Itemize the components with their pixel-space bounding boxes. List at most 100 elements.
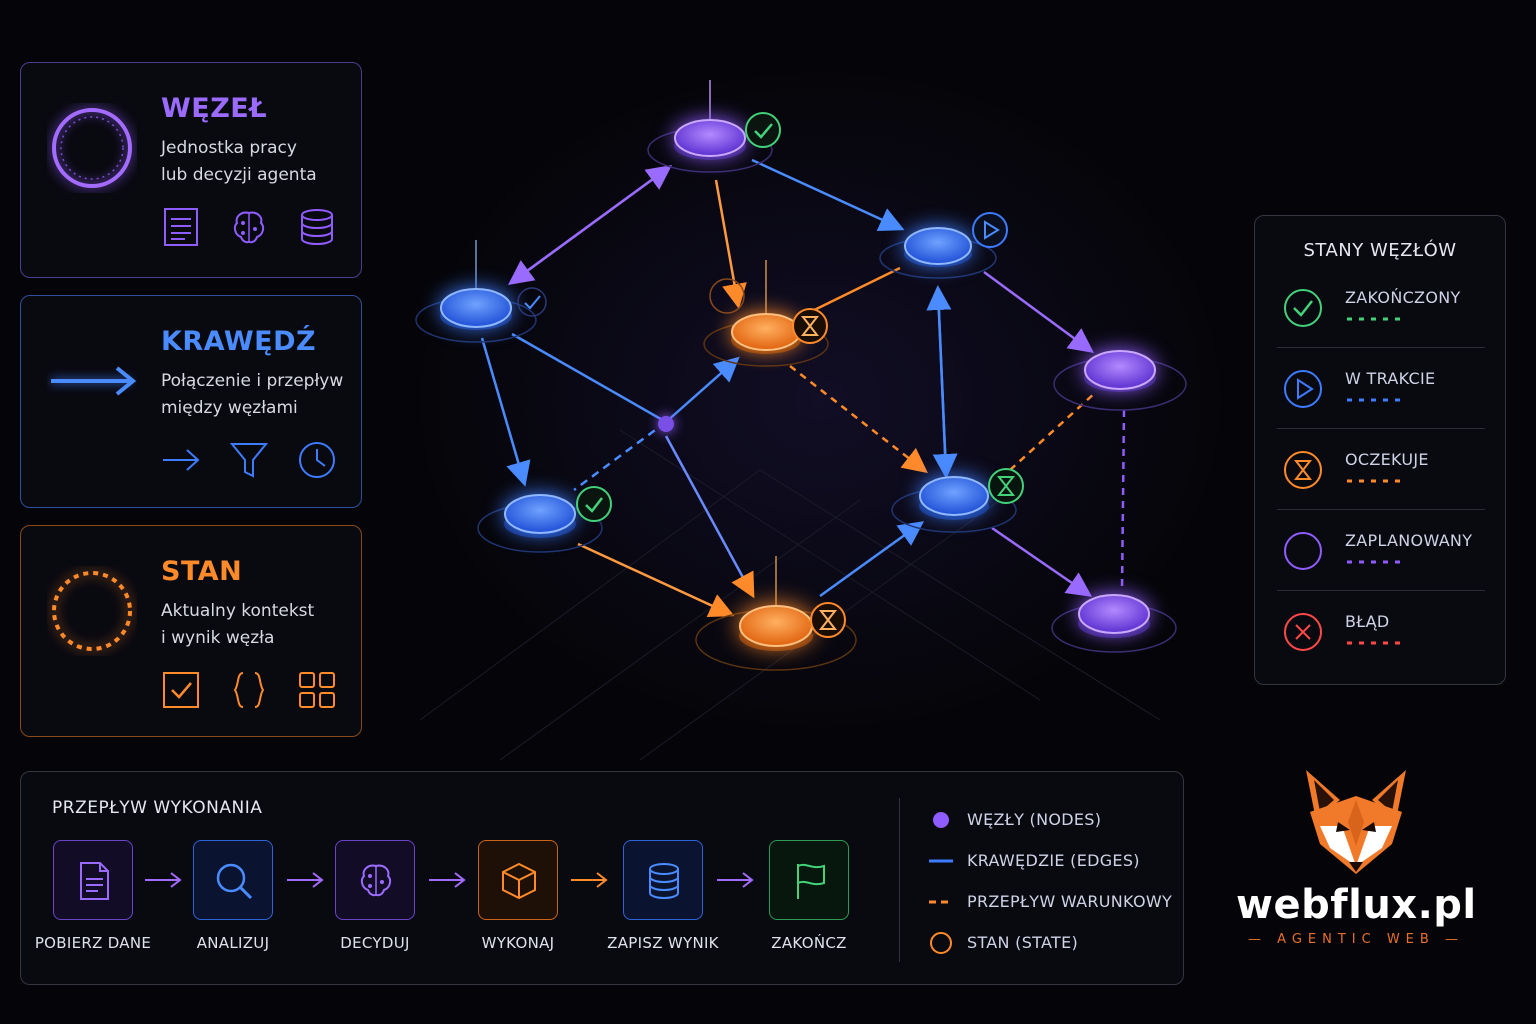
brain-icon [233, 211, 265, 244]
line-icon [929, 859, 953, 863]
node-desc-line-1: Jednostka pracy [161, 138, 297, 158]
flag-icon [797, 863, 825, 899]
brand-tagline-text: AGENTIC WEB [1277, 932, 1435, 947]
node-6 [477, 486, 612, 553]
arrow-right-icon [571, 872, 608, 888]
state-waiting: OCZEKUJE [1277, 430, 1485, 510]
grid-floor [419, 429, 1161, 761]
node-3 [415, 240, 547, 343]
state-dots [1347, 317, 1407, 321]
node-2 [879, 212, 1008, 279]
node-card-desc: Jednostka pracy lub decyzji agenta [161, 135, 361, 189]
state-desc-line-2: i wynik węzła [161, 628, 275, 648]
flow-step-finish [769, 840, 849, 920]
node-7 [891, 468, 1024, 533]
edge-n3-n6 [480, 337, 531, 487]
node-5 [1053, 350, 1187, 411]
graph-edges [480, 158, 1126, 617]
state-completed: ZAKOŃCZONY [1277, 268, 1485, 348]
brand-tagline: — AGENTIC WEB — [1248, 932, 1464, 947]
edge-n5-n9-conditional [1120, 409, 1126, 591]
node-desc-line-2: lub decyzji agenta [161, 165, 317, 185]
state-label: ZAKOŃCZONY [1345, 288, 1461, 307]
edge-card-desc: Połączenie i przepływ między węzłami [161, 368, 361, 422]
state-label: OCZEKUJE [1345, 450, 1429, 469]
state-card: STAN Aktualny kontekst i wynik węzła [20, 525, 362, 737]
state-dots [1347, 641, 1407, 645]
state-dots [1347, 398, 1407, 402]
braces-icon [233, 672, 265, 708]
grid-icon [299, 672, 335, 708]
x-circle-icon [1284, 613, 1322, 651]
flow-step-fetch-data [53, 840, 133, 920]
edge-mini-icons [161, 440, 337, 480]
node-mini-icons [161, 207, 337, 247]
state-scheduled: ZAPLANOWANY [1277, 511, 1485, 591]
edge-arrow-icon [51, 366, 137, 396]
state-label: ZAPLANOWANY [1345, 531, 1473, 550]
edge-card: KRAWĘDŹ Połączenie i przepływ między węz… [20, 295, 362, 508]
flow-step-execute [478, 840, 558, 920]
state-label: W TRAKCIE [1345, 369, 1436, 388]
database-icon [301, 209, 333, 246]
hourglass-circle-icon [1284, 451, 1322, 489]
arrow-right-icon [163, 449, 200, 471]
graph-nodes [415, 80, 1187, 671]
state-dots [1347, 560, 1407, 564]
node-ring-icon [52, 108, 132, 188]
edge-junction-n6 [573, 420, 667, 492]
edge-card-title: KRAWĘDŹ [161, 326, 317, 357]
key-label: PRZEPŁYW WARUNKOWY [967, 892, 1173, 911]
divider [1277, 347, 1485, 348]
edge-n3-junction [511, 332, 667, 424]
edge-n8-n7 [819, 521, 925, 598]
play-circle-icon [1284, 370, 1322, 408]
clock-icon [299, 442, 335, 478]
database-icon [649, 863, 679, 900]
background-glow [380, 40, 1260, 760]
flow-divider [899, 798, 900, 962]
divider [1277, 509, 1485, 510]
key-label: WĘZŁY (NODES) [967, 810, 1102, 829]
document-icon [80, 862, 109, 900]
state-label: BŁĄD [1345, 612, 1390, 631]
cube-icon [502, 862, 536, 900]
check-badge-icon [576, 486, 612, 522]
state-card-title: STAN [161, 556, 243, 587]
arrow-right-icon [429, 872, 466, 888]
brain-icon [360, 864, 392, 897]
node-states-legend: STANY WĘZŁÓW ZAKOŃCZONY W TRAKCIE OCZEKU… [1254, 215, 1506, 685]
flow-step-decide [335, 840, 415, 920]
state-error: BŁĄD [1277, 592, 1485, 672]
divider [1277, 590, 1485, 591]
flow-step-label: ANALIZUJ [196, 934, 270, 952]
edge-n2-n7 [932, 289, 958, 479]
node-8 [695, 556, 857, 671]
flow-step-analyze [193, 840, 273, 920]
edge-junction-n4 [665, 356, 740, 423]
flow-step-label: ZAPISZ WYNIK [607, 934, 719, 952]
arrow-right-icon [287, 872, 324, 888]
brand-name: webflux.pl [1236, 882, 1477, 928]
edge-desc-line-1: Połączenie i przepływ [161, 371, 344, 391]
brand-block: webflux.pl — AGENTIC WEB — [1236, 760, 1476, 960]
dot-icon [933, 812, 949, 828]
check-badge-icon [517, 287, 547, 317]
legend-title: STANY WĘZŁÓW [1303, 240, 1457, 261]
execution-flow-panel: PRZEPŁYW WYKONANIA POBIERZ DANE ANALIZUJ… [20, 771, 1184, 985]
node-1 [647, 80, 781, 173]
edge-n7-n9 [991, 526, 1093, 597]
checkbox-icon [163, 672, 199, 708]
junction-node [658, 416, 674, 432]
flow-title: PRZEPŁYW WYKONANIA [52, 798, 263, 818]
hourglass-badge-icon [810, 602, 846, 638]
fox-logo-icon [1306, 770, 1406, 874]
play-badge-icon [972, 212, 1008, 248]
edge-junction-n8 [664, 435, 755, 599]
divider [1277, 428, 1485, 429]
state-in-progress: W TRAKCIE [1277, 349, 1485, 429]
node-card: WĘZEŁ Jednostka pracy lub decyzji agenta [20, 62, 362, 278]
flow-step-label: DECYDUJ [340, 934, 410, 952]
arrow-right-icon [717, 872, 754, 888]
